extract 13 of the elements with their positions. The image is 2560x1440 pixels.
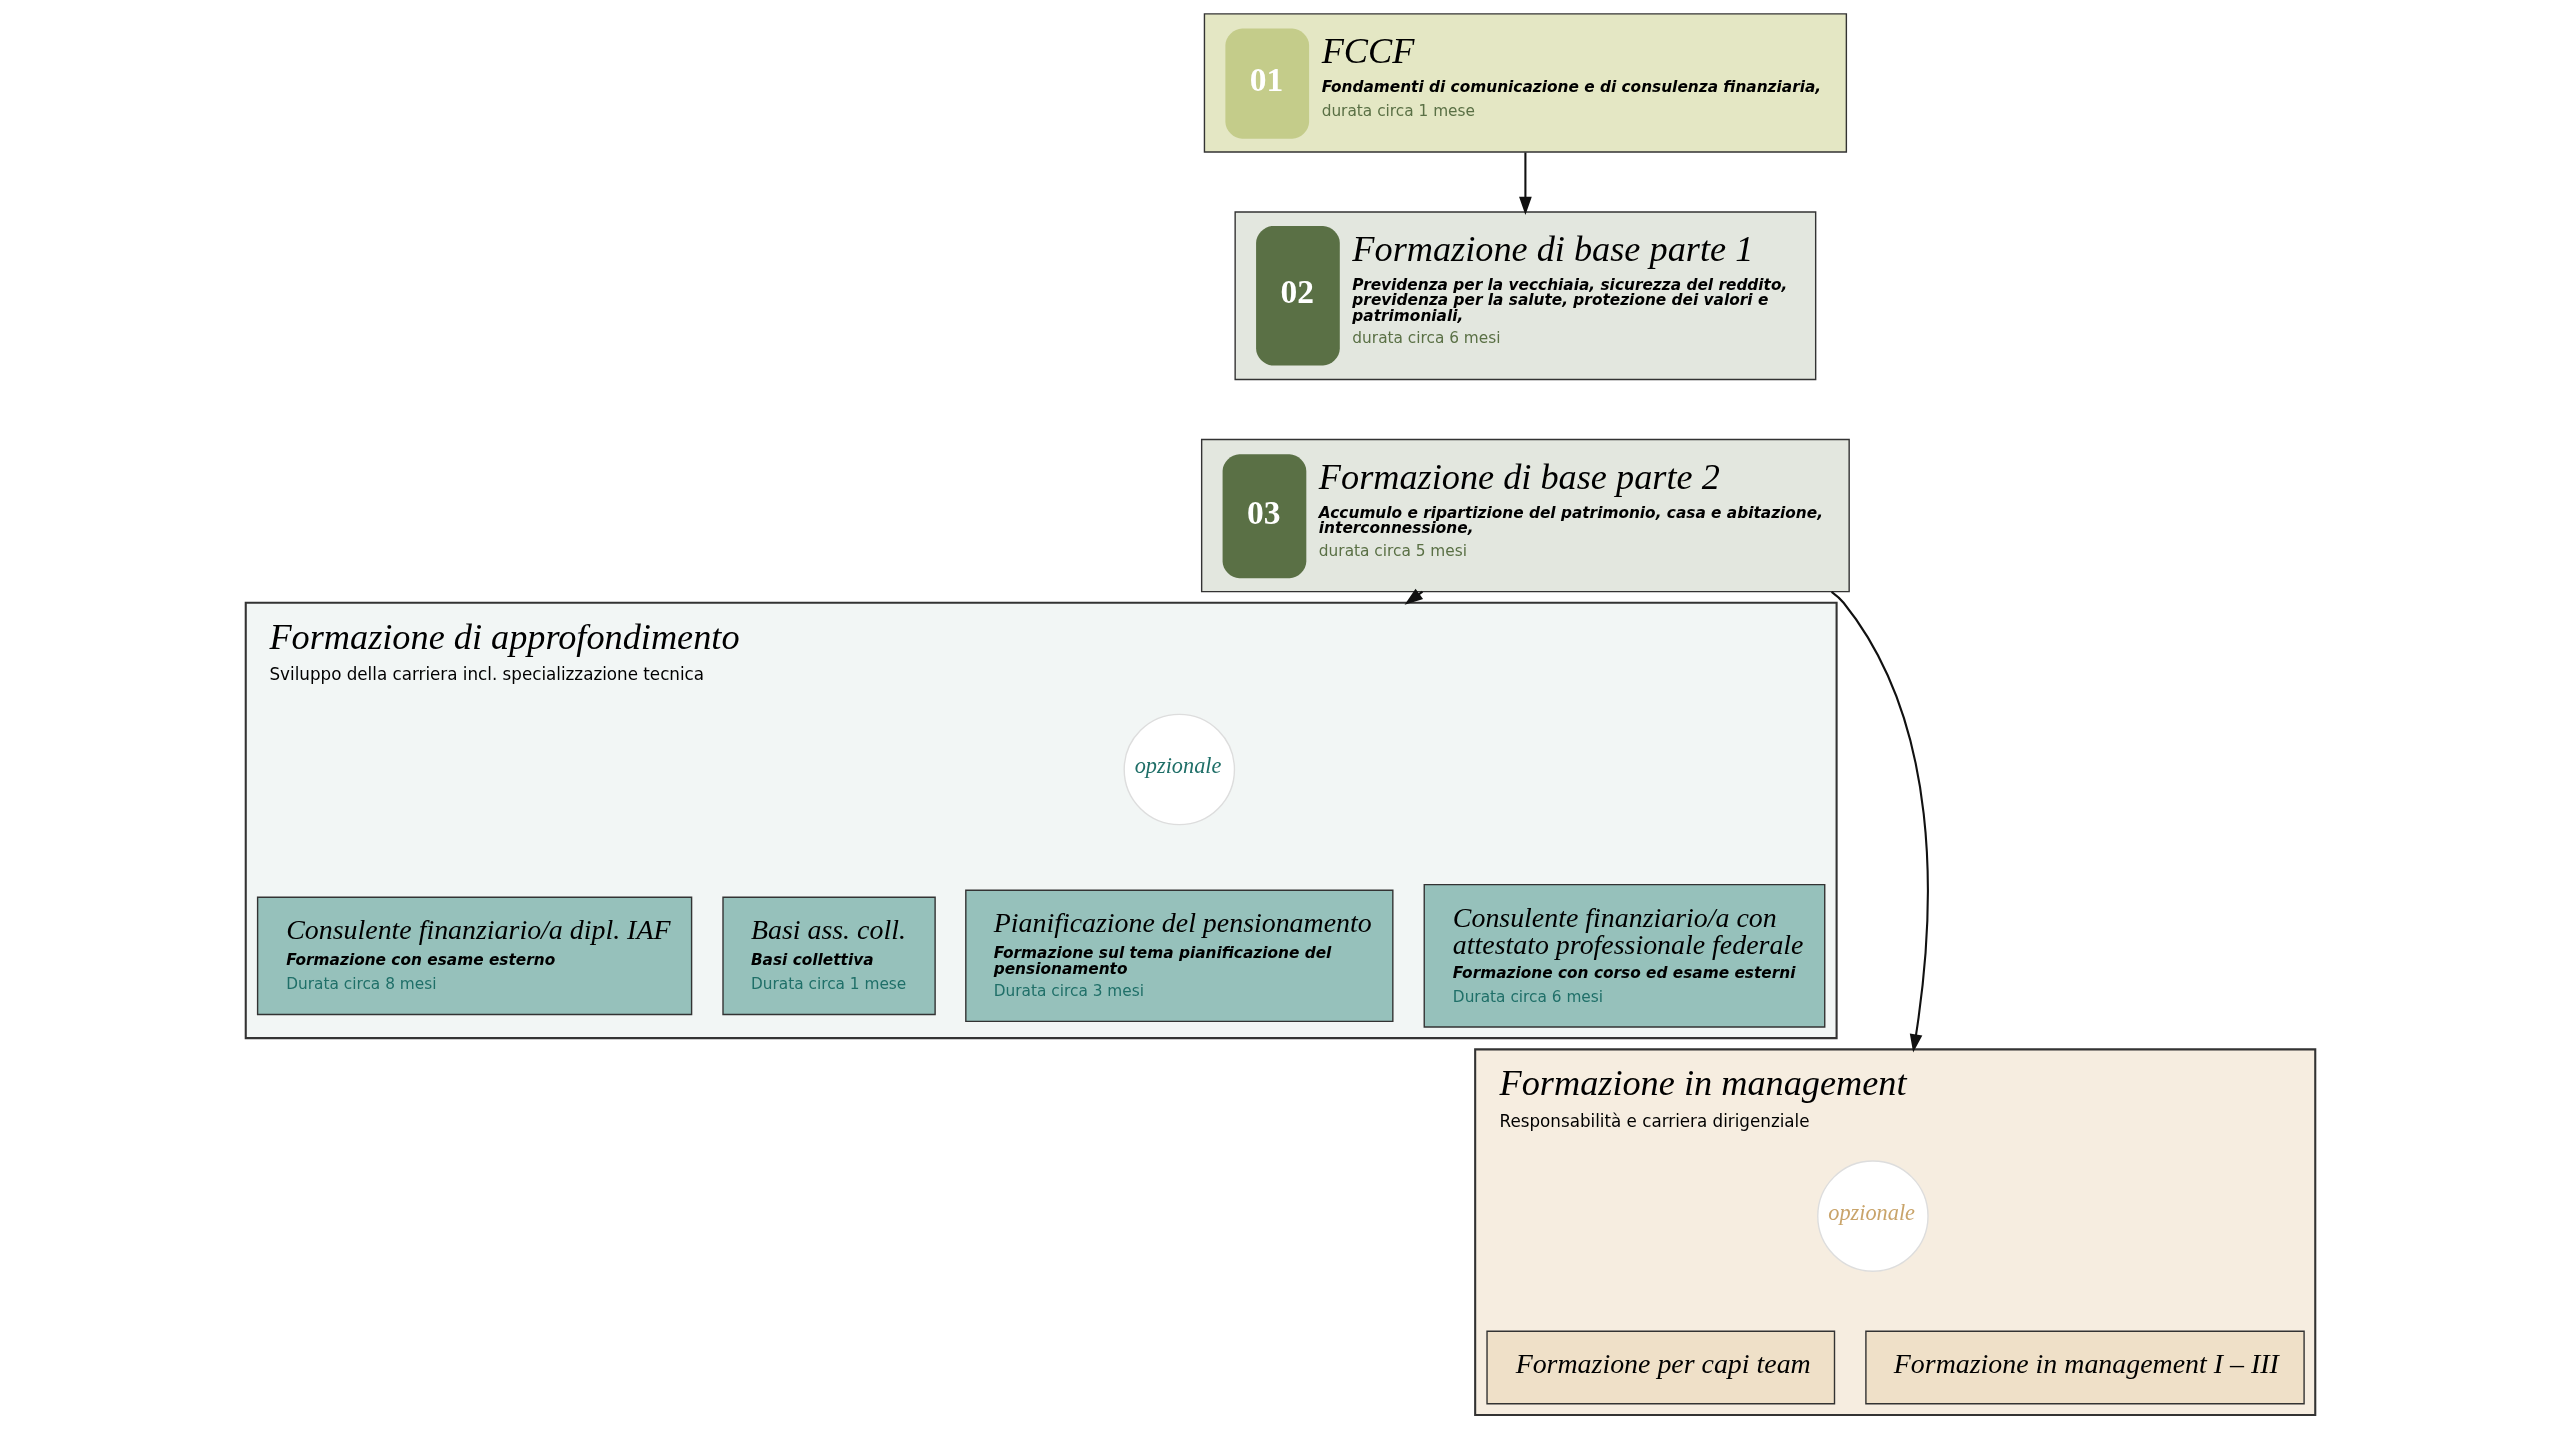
node-box: Formazione per capi team: [1485, 1330, 1835, 1405]
node-box: Pianificazione del pensionamento Formazione sul tema pianificazione del pensionamento Durata circa 3 mesi: [964, 889, 1394, 1023]
arrow: [1830, 590, 1929, 1053]
node-box: 01 FCCF Fondamenti di comunicazione e di consulenza finanziaria, durata circa 1 mese: [1203, 13, 1847, 153]
node-box: 02 Formazione di base parte 1 Previdenza per la vecchiaia, sicurezza del reddito, previdenza per la salute, protezione dei valori e patrimoniali, durata circa 6 mesi: [1233, 211, 1816, 381]
node-box: Consulente finanziario/a con attestato professionale federale Formazione con corso ed esame esterni Durata circa 6 mesi: [1423, 883, 1825, 1028]
node-box: Consulente finanziario/a dipl. IAF Formazione con esame esterno Durata circa 8 mesi: [256, 896, 692, 1016]
node-box: Basi ass. coll. Basi collettiva Durata circa 1 mese: [721, 896, 936, 1016]
arrow: [1518, 152, 1532, 216]
node-box: Formazione in management I – III: [1864, 1330, 2305, 1405]
node-circle: opzionale: [1816, 1160, 1929, 1272]
node-circle: opzionale: [1123, 713, 1235, 826]
node-box: 03 Formazione di base parte 2 Accumulo e ripartizione del patrimonio, casa e abitazione, interconnessione, durata circa 5 mesi: [1200, 438, 1850, 593]
